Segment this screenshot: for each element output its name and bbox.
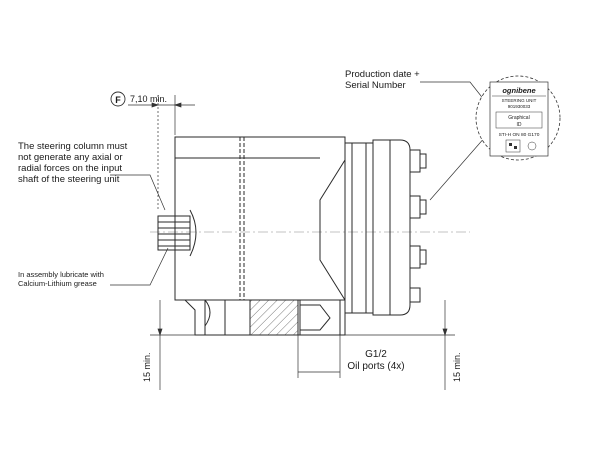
ce-mark-icon xyxy=(527,141,537,151)
end-bolts xyxy=(409,149,427,303)
production-note: Production date + Serial Number xyxy=(345,69,420,91)
steering-note: The steering column must not generate an… xyxy=(18,141,128,185)
graphical-id-box xyxy=(495,111,543,129)
bolt-head xyxy=(409,245,421,269)
bolt-head xyxy=(409,149,421,173)
arrowhead xyxy=(442,328,448,337)
input-shaft xyxy=(157,209,197,257)
clearance-top-label: 7,10 min. xyxy=(130,94,167,104)
plate-line5: STI-H ON 80 G170 xyxy=(499,132,540,138)
end-cover xyxy=(372,139,411,316)
bolt-cap xyxy=(419,249,427,265)
feature-symbol: F xyxy=(115,95,121,105)
port-label: Oil ports (4x) xyxy=(347,361,404,372)
svg-text:The steering column must: The steering column must xyxy=(18,141,128,152)
steering-unit-body xyxy=(150,136,470,336)
label-plate: ognibene STEERING UNIT 901930033 Graphic… xyxy=(475,75,561,161)
shaft-break xyxy=(189,209,197,257)
svg-text:In assembly lubricate with: In assembly lubricate with xyxy=(18,270,104,279)
leader-steering xyxy=(110,174,166,211)
qr-code-icon xyxy=(505,139,521,153)
arrowhead xyxy=(157,328,163,337)
min-left-label: 15 min. xyxy=(142,352,152,382)
shaft-spline xyxy=(157,215,191,251)
feature-symbol-circle xyxy=(110,91,126,107)
plate-line4: ID xyxy=(517,122,522,128)
port-thread xyxy=(300,304,331,331)
svg-text:shaft of the steering unit: shaft of the steering unit xyxy=(18,174,120,185)
svg-text:Production date +: Production date + xyxy=(345,69,420,80)
bolt-head xyxy=(409,195,421,219)
port-hatched xyxy=(249,299,299,336)
brand-logo: ognibene xyxy=(502,86,535,95)
svg-text:Calcium-Lithium grease: Calcium-Lithium grease xyxy=(18,279,97,288)
plate-line1: STEERING UNIT xyxy=(502,98,537,103)
plate-line2: 901930033 xyxy=(508,104,531,109)
port-thread-curve xyxy=(204,299,211,327)
bolt-head xyxy=(409,287,421,303)
port-thread-label: G1/2 xyxy=(365,349,387,360)
leader-lubricate xyxy=(110,247,169,286)
min-right-label: 15 min. xyxy=(452,352,462,382)
arrowhead xyxy=(151,102,160,108)
bolt-cap xyxy=(419,153,427,169)
bolt-cap xyxy=(419,199,427,215)
svg-text:not generate any axial or: not generate any axial or xyxy=(18,152,123,163)
lubricate-note: In assembly lubricate with Calcium-Lithi… xyxy=(18,270,104,288)
label-plate-frame xyxy=(489,81,549,157)
oil-ports-section xyxy=(204,299,341,336)
svg-text:Serial Number: Serial Number xyxy=(345,80,406,91)
gerotor-section xyxy=(344,142,374,314)
plate-line3: Graphical xyxy=(508,115,529,121)
port-left xyxy=(204,299,226,336)
arrowhead xyxy=(173,102,182,108)
svg-text:radial forces on the input: radial forces on the input xyxy=(18,163,122,174)
dimensions xyxy=(110,81,501,390)
